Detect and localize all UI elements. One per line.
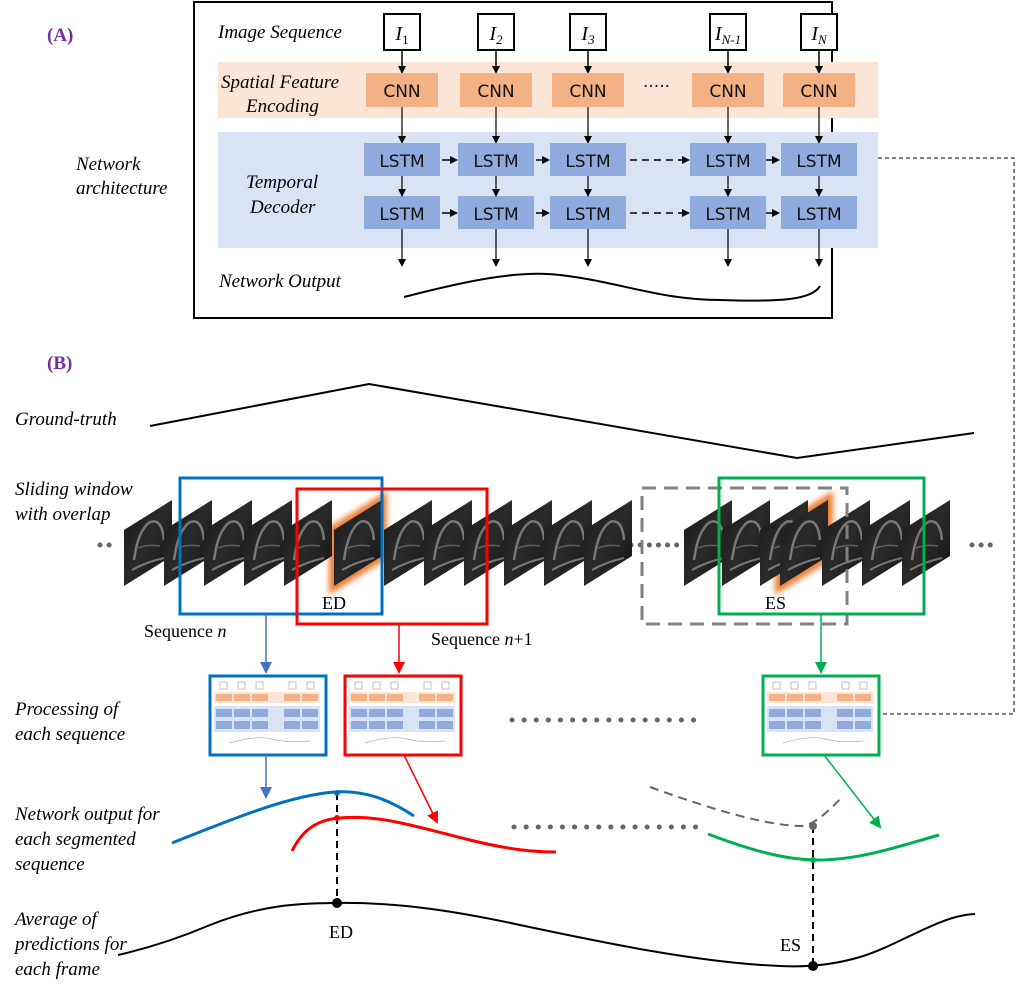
network-architecture-label-1: Network (75, 154, 141, 175)
cnn-block (552, 73, 624, 107)
lstm-block-layer1 (690, 143, 766, 176)
cnn-label: CNN (800, 82, 837, 102)
cnn-block (366, 73, 438, 107)
image-sequence-label: Image Sequence (217, 22, 342, 43)
average-prediction-curve (117, 901, 976, 968)
lstm-label: LSTM (473, 205, 518, 225)
cnn-label: CNN (383, 82, 420, 102)
es-average-label: ES (780, 935, 801, 955)
cnn-label: CNN (709, 82, 746, 102)
output-curve-es-sequence (707, 832, 940, 862)
ground-truth-line (149, 382, 975, 460)
lstm-block-layer2 (364, 196, 440, 229)
average-label-2: predictions for (13, 934, 127, 955)
lstm-label: LSTM (565, 152, 610, 172)
es-frame-label: ES (765, 593, 786, 613)
sequence-n1-label: Sequence n+1 (431, 629, 533, 649)
network-output-each-label-3: sequence (15, 854, 85, 875)
processing-thumbnail-n1 (343, 674, 463, 757)
cnn-label: CNN (569, 82, 606, 102)
output-arrow-n1 (403, 754, 438, 824)
spatial-feature-label-1: Spatial Feature (221, 72, 339, 93)
es-trough-gray-dot (809, 822, 817, 830)
es-point (808, 961, 818, 971)
input-frame-label: I1 (394, 23, 408, 47)
output-curve-sequence-n (171, 790, 415, 845)
es-trough-green-dot (810, 857, 816, 863)
ed-peak-red-dot (334, 815, 340, 821)
lstm-label: LSTM (473, 152, 518, 172)
processing-label-1: Processing of (14, 699, 121, 720)
network-output-label: Network Output (218, 271, 342, 292)
architecture-connector-dashed (878, 157, 1015, 715)
processing-thumbnail-n (208, 674, 328, 757)
cnn-block (692, 73, 764, 107)
output-curve-previous-dashed (649, 786, 843, 828)
input-frame-label: I2 (488, 23, 503, 47)
lstm-label: LSTM (565, 205, 610, 225)
lstm-block-layer1 (458, 143, 534, 176)
average-label-3: each frame (15, 959, 100, 980)
temporal-decoder-label-2: Decoder (249, 197, 316, 218)
network-output-each-label-2: each segmented (15, 829, 136, 850)
output-arrow-es (823, 754, 882, 829)
processing-thumbnail-es (761, 674, 881, 757)
input-frame-label: IN-1 (714, 23, 741, 47)
sequence-n1-window (295, 487, 489, 626)
echo-frames (122, 498, 952, 588)
input-frame-box (800, 13, 838, 51)
cnn-block (783, 73, 855, 107)
lstm-block-layer2 (781, 196, 857, 229)
lstm-label: LSTM (379, 152, 424, 172)
network-output-each-label-1: Network output for (14, 804, 160, 825)
sliding-window-label-2: with overlap (15, 504, 111, 525)
network-architecture-label-2: architecture (76, 178, 167, 199)
ed-frame-label: ED (322, 593, 346, 613)
lstm-block-layer2 (690, 196, 766, 229)
network-output-curve (403, 272, 821, 302)
lstm-block-layer1 (364, 143, 440, 176)
cnn-ellipsis: ····· (643, 77, 670, 97)
cnn-block (460, 73, 532, 107)
ed-point (332, 898, 342, 908)
lstm-label: LSTM (796, 205, 841, 225)
dashed-window (640, 486, 849, 626)
sequence-n-label: Sequence n (144, 621, 226, 641)
lstm-label: LSTM (705, 205, 750, 225)
temporal-decoder-band (218, 132, 878, 248)
lstm-block-layer1 (550, 143, 626, 176)
spatial-feature-label-2: Encoding (245, 96, 319, 117)
lstm-block-layer2 (458, 196, 534, 229)
sliding-window-label-1: Sliding window (15, 479, 133, 500)
sequence-n-window (178, 476, 384, 616)
panel-a-label: (A) (47, 25, 73, 46)
ed-peak-blue-dot (334, 790, 340, 796)
input-frame-label: IN (810, 23, 828, 47)
lstm-label: LSTM (379, 205, 424, 225)
ed-average-label: ED (329, 922, 353, 942)
spatial-encoding-band (218, 62, 878, 118)
input-frame-box (383, 13, 421, 51)
processing-label-2: each sequence (15, 724, 125, 745)
lstm-block-layer2 (550, 196, 626, 229)
input-frame-box (477, 13, 515, 51)
lstm-label: LSTM (796, 152, 841, 172)
output-curve-sequence-n1 (290, 815, 557, 854)
lstm-label: LSTM (705, 152, 750, 172)
lstm-block-layer1 (781, 143, 857, 176)
ground-truth-label: Ground-truth (15, 409, 117, 430)
average-label-1: Average of (13, 909, 100, 930)
input-frame-label: I3 (580, 23, 595, 47)
cnn-label: CNN (477, 82, 514, 102)
temporal-decoder-label-1: Temporal (246, 172, 318, 193)
panel-b-label: (B) (47, 353, 72, 374)
